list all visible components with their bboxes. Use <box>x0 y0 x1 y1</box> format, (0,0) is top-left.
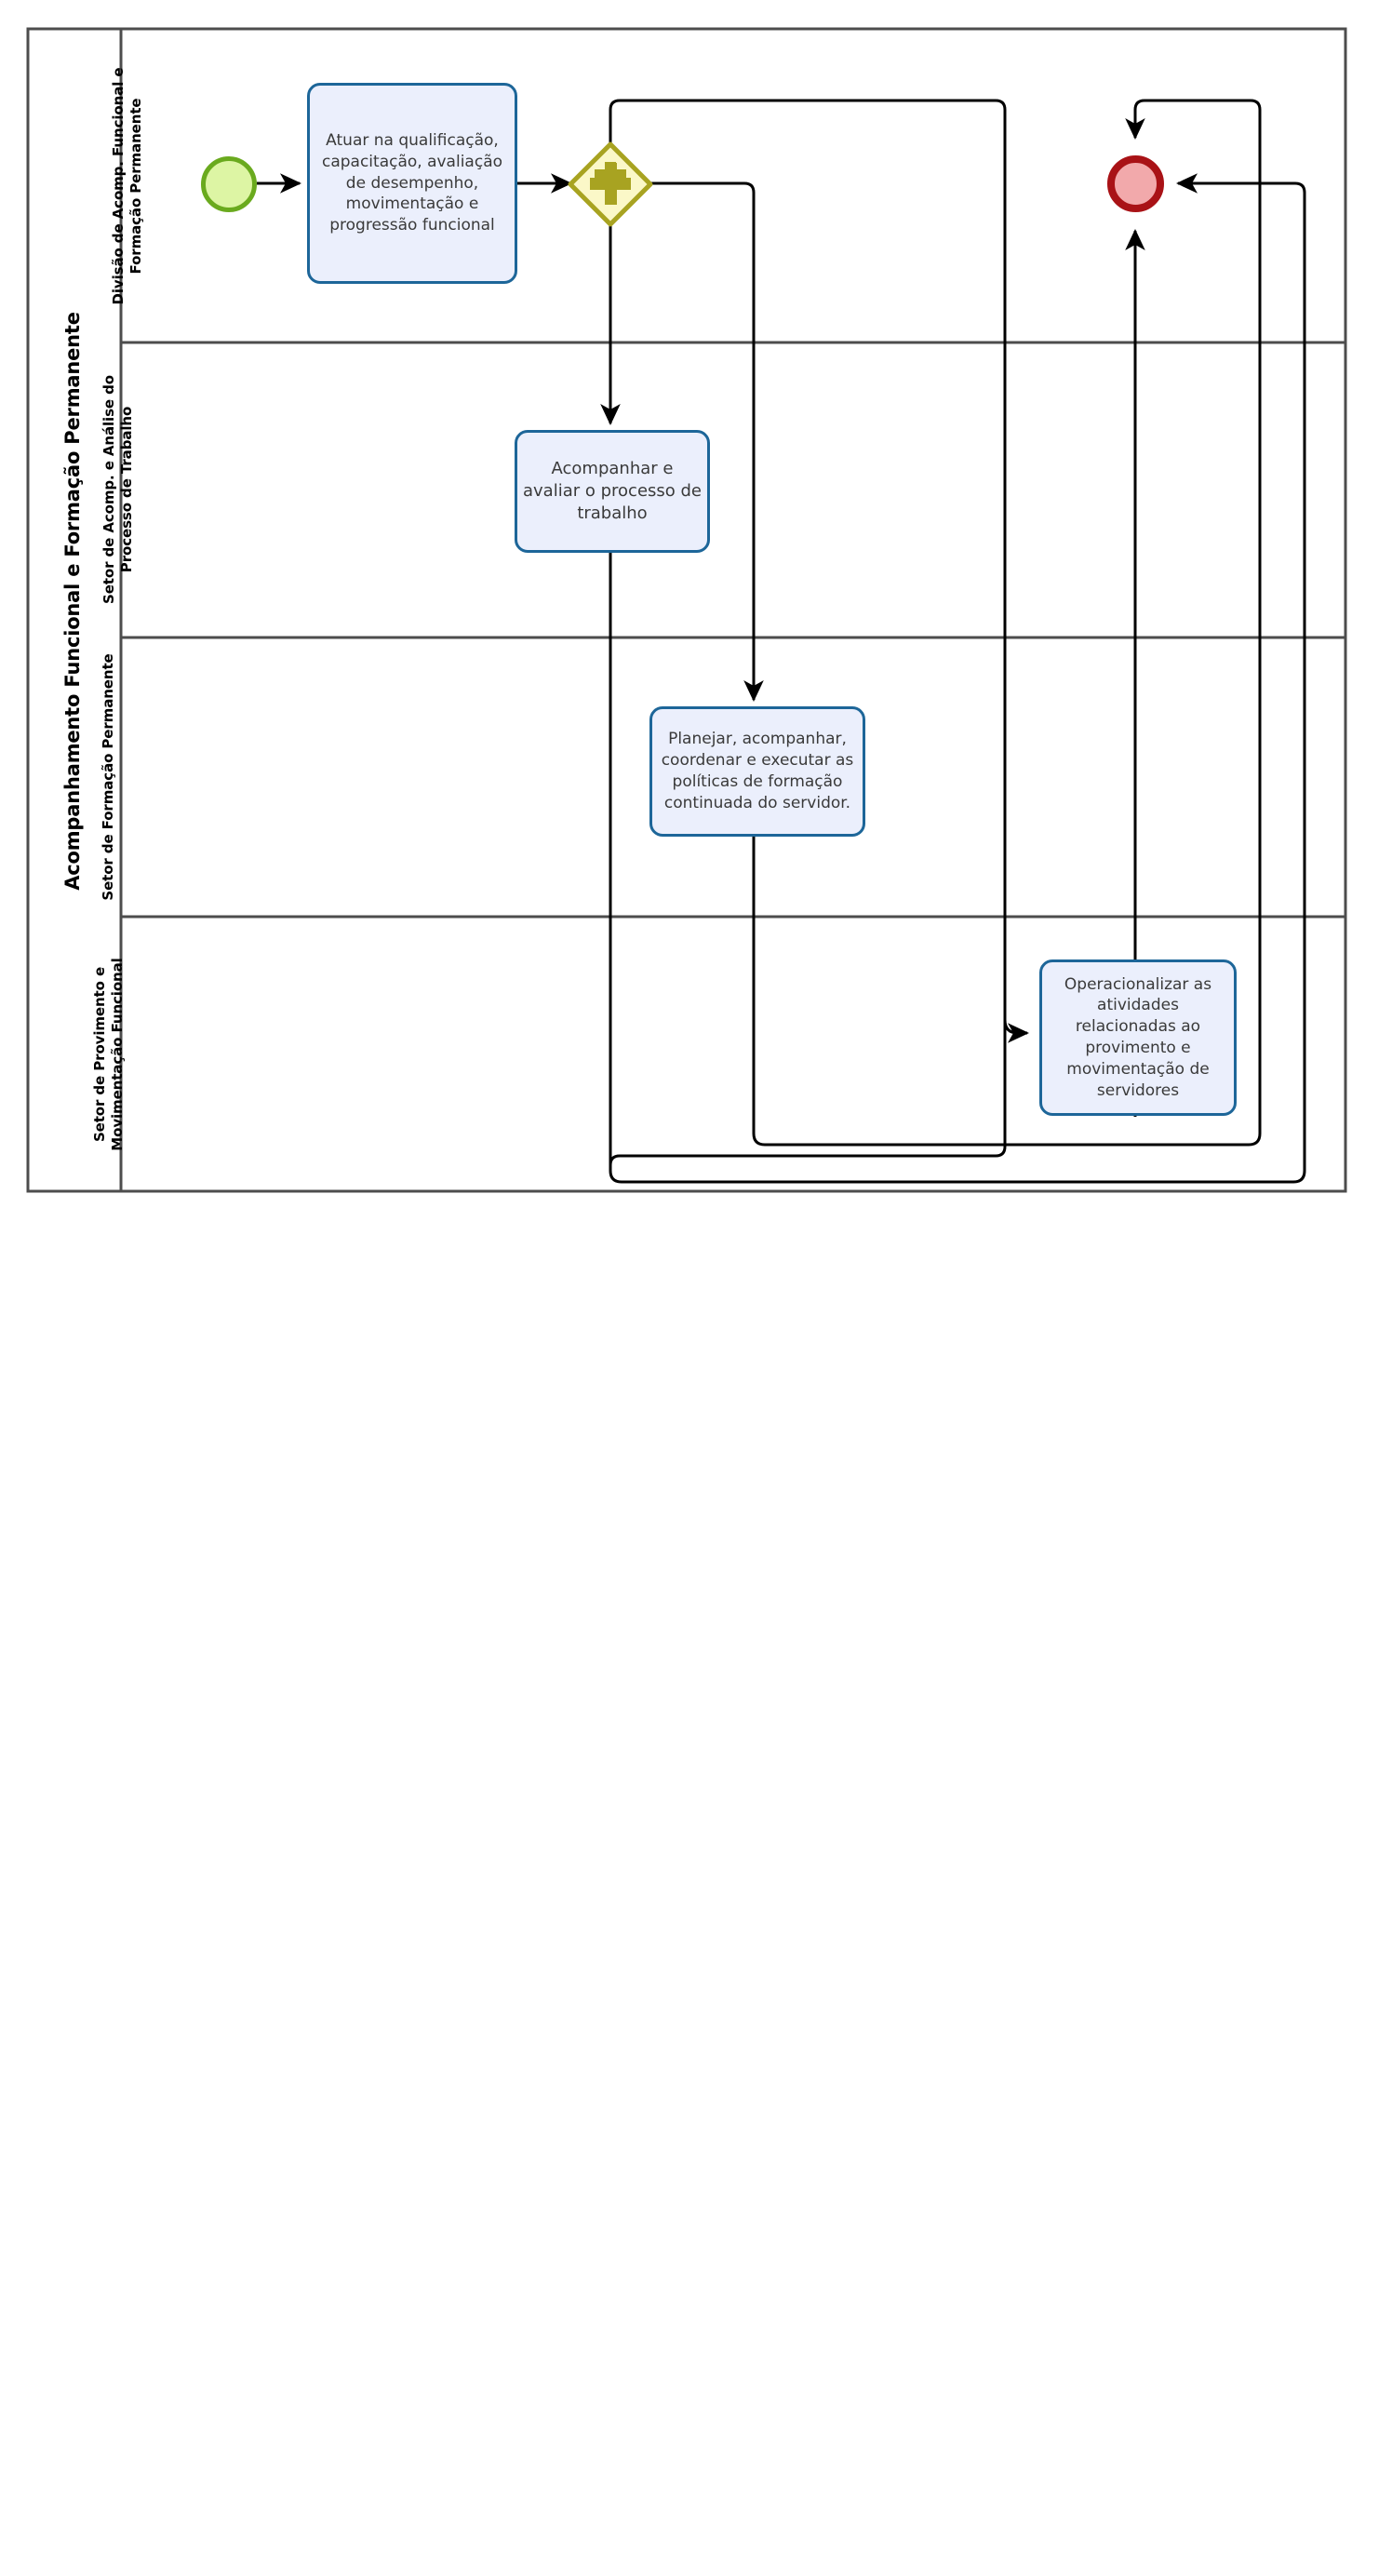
task-label-2: Acompanhar e avaliar o processo de traba… <box>523 458 703 524</box>
gateway-plus-bar-v <box>605 163 617 205</box>
task-label-1: Atuar na qualificação, capacitação, aval… <box>321 131 503 235</box>
task-acompanhar-avaliar-processo[interactable]: Acompanhar e avaliar o processo de traba… <box>515 430 710 553</box>
bpmn-diagram-canvas: Acompanhamento Funcional e Formação Perm… <box>26 27 1347 1346</box>
task-atuar-qualificacao[interactable]: Atuar na qualificação, capacitação, aval… <box>307 83 517 284</box>
end-event[interactable] <box>1107 155 1164 212</box>
task-label-3: Planejar, acompanhar, coordenar e execut… <box>661 730 854 812</box>
flow-task2-to-end <box>609 173 1306 1184</box>
flow-gateway-to-task3 <box>651 181 764 702</box>
task-operacionalizar-provimento[interactable]: Operacionalizar as atividades relacionad… <box>1039 959 1237 1116</box>
pool-frame <box>26 27 1347 1193</box>
flow-gateway-to-end-top <box>609 99 1007 1166</box>
parallel-gateway[interactable] <box>568 141 653 227</box>
flow-gateway-to-task4 <box>1003 1019 1029 1043</box>
task-planejar-politicas-formacao[interactable]: Planejar, acompanhar, coordenar e execut… <box>649 706 865 837</box>
start-event[interactable] <box>201 156 257 212</box>
bizagi-modeler-logo: Powered by bizagi Modeler <box>1048 1234 1327 1346</box>
diagram-vector-layer <box>26 27 1347 1193</box>
flow-task3-to-end <box>752 99 1262 1147</box>
task-label-4: Operacionalizar as atividades relacionad… <box>1064 974 1212 1100</box>
